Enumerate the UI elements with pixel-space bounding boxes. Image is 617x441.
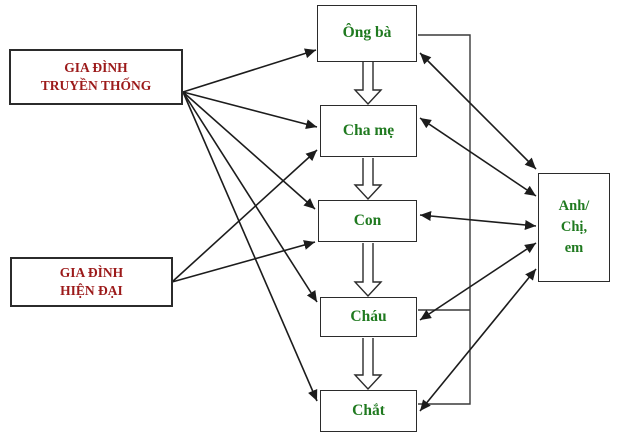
node-cha-me: Cha mẹ [320,105,417,157]
node-chau: Cháu [320,297,417,337]
node-gia-dinh-hien-dai: GIA ĐÌNH HIỆN ĐẠI [10,257,173,307]
node-label-line: GIA ĐÌNH [64,60,128,76]
node-label: Con [353,211,382,229]
node-label-line: TRUYỀN THỐNG [40,78,152,93]
node-anh-chi-em: Anh/ Chị, em [538,173,610,282]
node-label-line: HIỆN ĐẠI [60,283,123,298]
node-label-line: Chị, [560,218,588,235]
node-label: Cháu [350,307,387,325]
node-label: Cha mẹ [342,121,395,139]
node-chat: Chắt [320,390,417,432]
generation-sibling-arrows [419,52,537,412]
node-label-line: GIA ĐÌNH [59,265,124,281]
node-label: Ông bà [342,24,392,42]
node-gia-dinh-truyen-thong: GIA ĐÌNH TRUYỀN THỐNG [9,49,183,105]
generation-descent-arrows [353,62,383,391]
node-con: Con [318,200,417,242]
node-ong-ba: Ông bà [317,5,417,62]
family-to-generation-arrows [171,48,318,402]
node-label: Chắt [352,401,385,419]
node-label-line: em [564,240,584,256]
node-label-line: Anh/ [558,197,590,214]
